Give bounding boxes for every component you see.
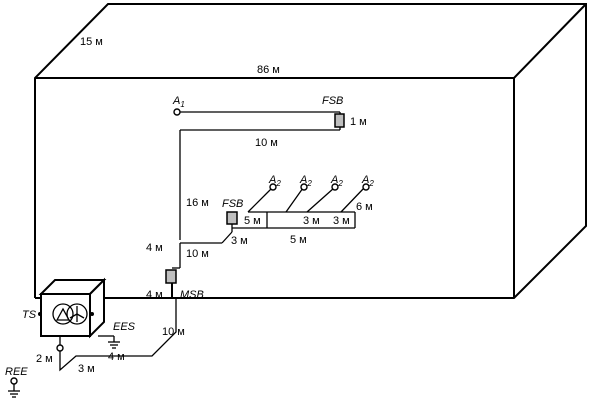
transformer-station xyxy=(38,277,107,339)
fsb-top-label: FSB xyxy=(322,95,343,107)
a2-label-3: A2 xyxy=(330,174,343,188)
building-outline xyxy=(34,3,587,299)
middle-distribution-run xyxy=(179,187,365,268)
a1-label: A1 xyxy=(172,95,185,109)
ees-terminal xyxy=(56,344,64,352)
ree-label: REE xyxy=(5,366,28,378)
a2-label-1: A2 xyxy=(268,174,281,188)
distance-6m-label: 6 м xyxy=(356,201,373,213)
earthing-system xyxy=(59,298,177,372)
distance-4m-a-label: 4 м xyxy=(146,242,163,254)
distance-3m-b-label: 3 м xyxy=(333,215,350,227)
msb-label: MSB xyxy=(180,289,204,301)
msb-feeder xyxy=(92,267,180,299)
distance-5m-a-label: 5 м xyxy=(244,215,261,227)
a2-terminal-2 xyxy=(300,183,308,191)
a2-terminal-4 xyxy=(362,183,370,191)
a2-terminal-1 xyxy=(269,183,277,191)
a1-terminal xyxy=(173,108,181,116)
distance-5m-b-label: 5 м xyxy=(290,234,307,246)
ts-label: TS xyxy=(22,309,37,321)
distance-4m-b-label: 4 м xyxy=(146,289,163,301)
distance-3m-a-label: 3 м xyxy=(303,215,320,227)
msb-box xyxy=(165,269,177,284)
riser-length-label: 16 м xyxy=(186,197,209,209)
ree-ground-icon xyxy=(8,377,20,398)
distance-10m-a-label: 10 м xyxy=(186,248,209,260)
fsb-top-distance-label: 1 м xyxy=(350,116,367,128)
distance-4m-c-label: 4 м xyxy=(108,351,125,363)
a2-terminal-3 xyxy=(331,183,339,191)
distance-3m-c-label: 3 м xyxy=(231,235,248,247)
fsb-top-box xyxy=(334,113,345,128)
fsb-mid-label: FSB xyxy=(222,198,243,210)
building-length-label: 86 м xyxy=(257,64,280,76)
distance-10m-b-label: 10 м xyxy=(162,326,185,338)
ees-label: EES xyxy=(113,321,136,333)
distance-3m-d-label: 3 м xyxy=(78,363,95,375)
fsb-mid-box xyxy=(226,211,238,225)
distance-2m-label: 2 м xyxy=(36,353,53,365)
building-height-label: 15 м xyxy=(80,36,103,48)
top-run-length-label: 10 м xyxy=(255,137,278,149)
a2-label-2: A2 xyxy=(299,174,312,188)
a2-label-4: A2 xyxy=(361,174,374,188)
